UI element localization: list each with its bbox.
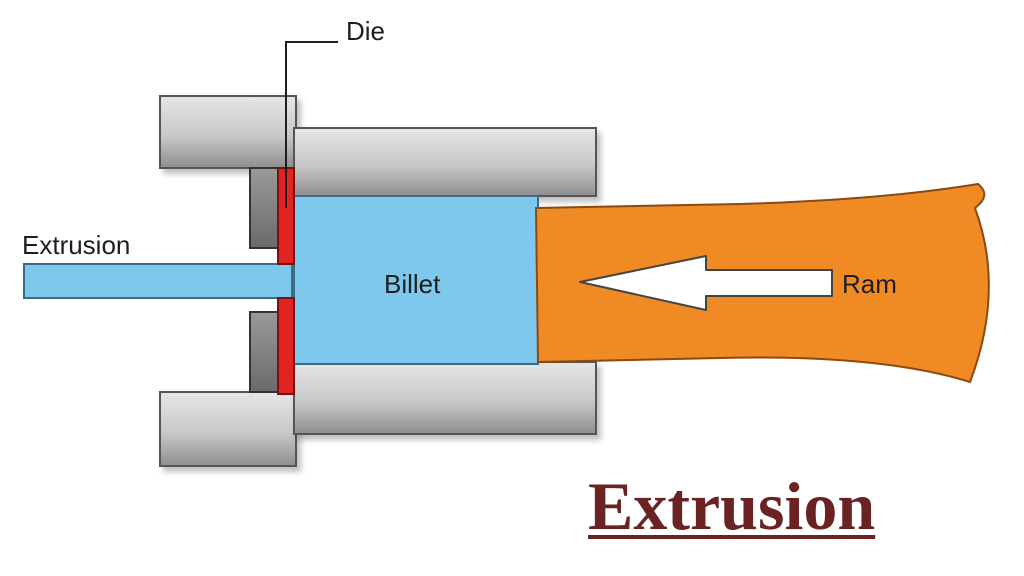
die-label: Die (346, 16, 385, 46)
arrow-icon (579, 255, 833, 311)
container-block-upper-inner (293, 127, 597, 197)
die-lower (277, 297, 295, 395)
billet-label: Billet (384, 269, 441, 299)
container-block-lower-inner (293, 361, 597, 435)
extruded-product (23, 263, 293, 299)
extrusion-label: Extrusion (22, 230, 130, 260)
ram-label: Ram (842, 269, 897, 299)
billet (293, 195, 539, 365)
die-backer-upper (249, 167, 279, 249)
die-leader-line (285, 41, 338, 208)
page-title: Extrusion (588, 468, 876, 544)
container-block-upper-outer (159, 95, 297, 169)
container-block-lower-outer (159, 391, 297, 467)
die-backer-lower (249, 311, 279, 393)
